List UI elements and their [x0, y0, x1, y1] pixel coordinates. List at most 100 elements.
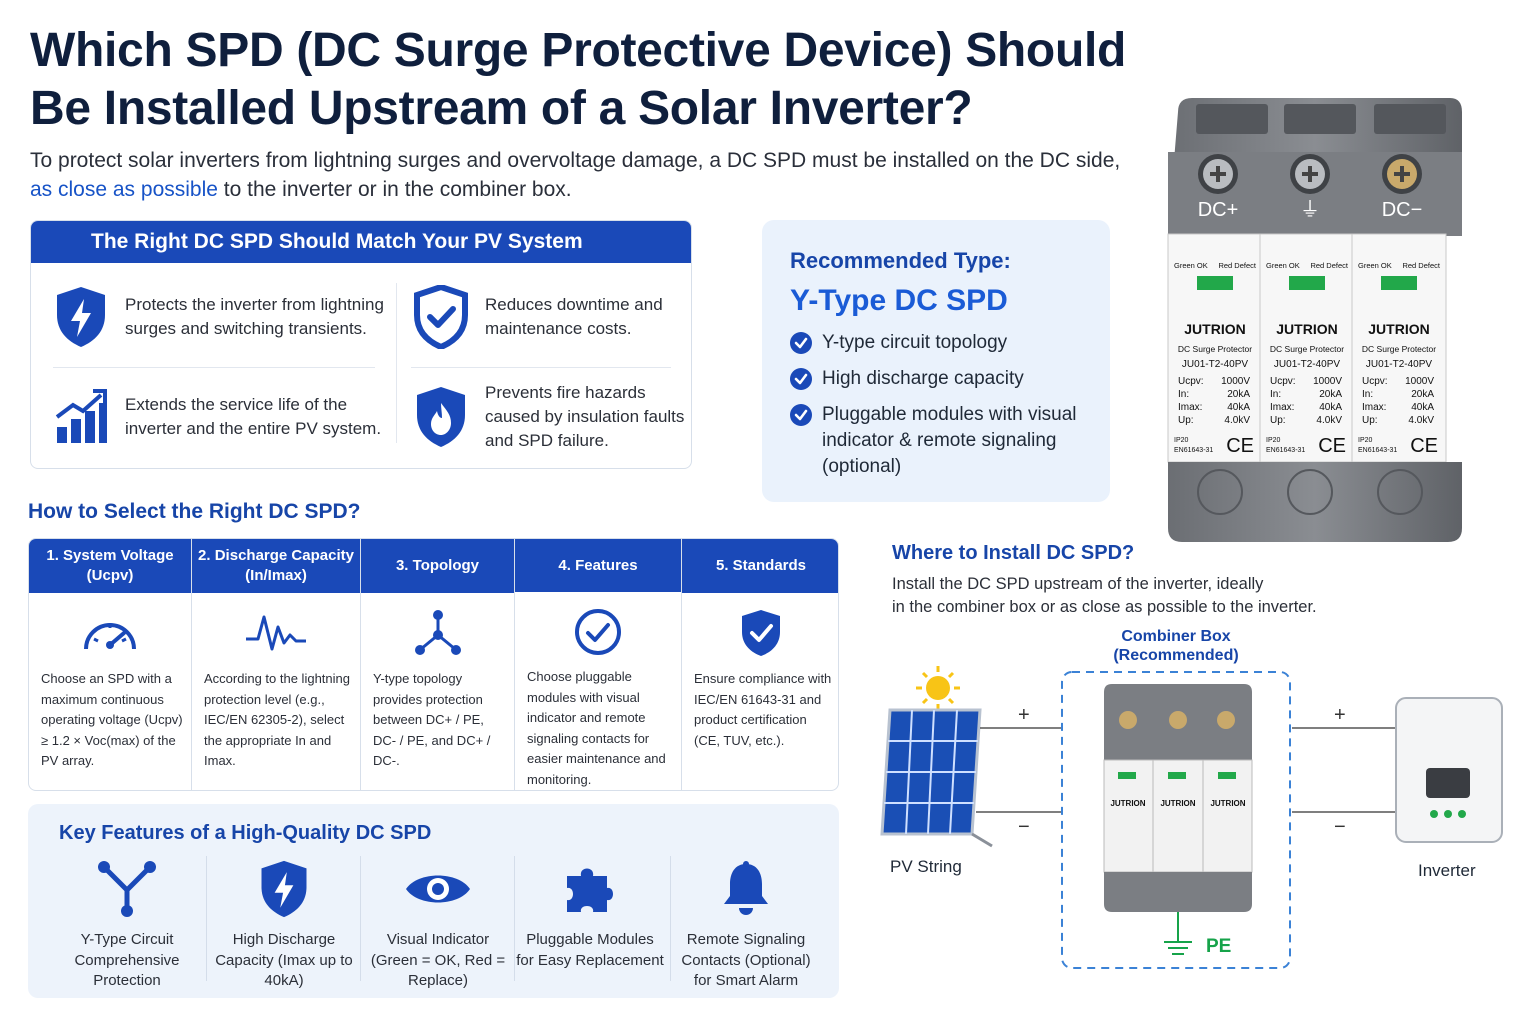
- column-text: Choose an SPD with a maximum continuous …: [41, 671, 183, 768]
- indicator-defect-label: Red Defect: [1402, 261, 1440, 270]
- puzzle-icon: [563, 856, 617, 922]
- recommended-panel: Recommended Type: Y-Type DC SPD Y-type c…: [762, 220, 1110, 502]
- module-desc: DC Surge Protector: [1178, 344, 1252, 354]
- recommended-item-text: Y-type circuit topology: [822, 332, 1008, 353]
- benefit-text: Reduces downtime and maintenance costs.: [485, 295, 663, 338]
- spec-value: 1000V: [1313, 376, 1342, 387]
- page-title: Which SPD (DC Surge Protective Device) S…: [30, 24, 1127, 135]
- growth-chart-icon: [51, 384, 111, 450]
- check-circle-icon: [790, 404, 812, 426]
- spec-value: 1000V: [1405, 376, 1434, 387]
- where-heading: Where to Install DC SPD?: [892, 542, 1135, 564]
- spec-key: Up:: [1362, 415, 1378, 426]
- spec-value: 20kA: [1411, 389, 1434, 400]
- module-brand: JUTRION: [1184, 321, 1245, 337]
- check-circle-icon: [790, 332, 812, 354]
- combiner-label-line: Combiner Box: [1121, 628, 1231, 645]
- terminal-label: DC+: [1198, 199, 1239, 221]
- feature-text: Pluggable Modules for Easy Replacement: [516, 931, 664, 969]
- feature-item: Pluggable Modules for Easy Replacement: [516, 856, 664, 971]
- standard-label: EN61643-31: [1358, 447, 1397, 454]
- recommended-item: Pluggable modules with visual indicator …: [790, 402, 1082, 480]
- lightning-shield-icon: [257, 856, 311, 922]
- column-text: Y-type topology provides protection betw…: [373, 671, 491, 768]
- waveform-icon: [192, 599, 360, 667]
- column-text: According to the lightning protection le…: [204, 671, 350, 768]
- recommended-item-text: High discharge capacity: [822, 368, 1024, 389]
- mini-spd-device: JUTRION JUTRION JUTRION: [1103, 684, 1253, 955]
- indicator-ok-label: Green OK: [1266, 261, 1300, 270]
- mini-brand: JUTRION: [1160, 799, 1195, 808]
- mini-brand: JUTRION: [1110, 799, 1145, 808]
- spd-module: [1259, 233, 1355, 463]
- terminal-label: DC−: [1382, 199, 1423, 221]
- match-heading: The Right DC SPD Should Match Your PV Sy…: [31, 221, 691, 263]
- recommended-label: Recommended Type:: [790, 248, 1011, 273]
- divider: [411, 367, 671, 368]
- column-text: Choose pluggable modules with visual ind…: [527, 669, 666, 787]
- check-shield-icon: [682, 599, 838, 667]
- divider: [360, 856, 361, 981]
- gauge-icon: [29, 599, 191, 667]
- spec-value: 4.0kV: [1408, 415, 1434, 426]
- benefit-item: Extends the service life of the inverter…: [51, 377, 391, 457]
- column-header: 4. Features: [515, 539, 681, 593]
- benefit-text: Prevents fire hazards caused by insulati…: [485, 383, 685, 450]
- spec-key: Up:: [1178, 415, 1194, 426]
- recommended-list: Y-type circuit topology High discharge c…: [790, 330, 1082, 480]
- feature-item: High Discharge Capacity (Imax up to 40kA…: [208, 856, 360, 992]
- column-header: 3. Topology: [361, 539, 514, 593]
- check-circle-icon: [515, 598, 681, 665]
- selection-column: 1. System Voltage (Ucpv) Choose an SPD w…: [29, 539, 192, 790]
- status-indicator: [1197, 276, 1233, 290]
- plus-sign: +: [1334, 704, 1346, 726]
- ce-mark: CE: [1318, 435, 1346, 457]
- key-features-panel: Key Features of a High-Quality DC SPD Y-…: [28, 804, 839, 998]
- benefit-item: Protects the inverter from lightning sur…: [51, 277, 391, 357]
- minus-sign: −: [1018, 816, 1030, 838]
- spec-value: 20kA: [1227, 389, 1250, 400]
- benefit-text: Extends the service life of the inverter…: [125, 395, 382, 438]
- ip-rating: IP20: [1174, 437, 1189, 444]
- ce-mark: CE: [1226, 435, 1254, 457]
- spec-value: 40kA: [1319, 402, 1342, 413]
- spec-key: Ucpv:: [1270, 376, 1296, 387]
- spec-key: Imax:: [1270, 402, 1294, 413]
- feature-item: Y-Type Circuit Comprehensive Protection: [48, 856, 206, 992]
- benefit-item: Reduces downtime and maintenance costs.: [411, 277, 691, 357]
- standard-label: EN61643-31: [1266, 447, 1305, 454]
- solar-panel-icon: [880, 708, 993, 848]
- spec-value: 20kA: [1319, 389, 1342, 400]
- ip-rating: IP20: [1358, 437, 1373, 444]
- column-text: Ensure compliance with IEC/EN 61643-31 a…: [694, 671, 832, 748]
- topology-icon: [361, 599, 514, 667]
- spec-key: Ucpv:: [1178, 376, 1204, 387]
- spec-key: Ucpv:: [1362, 376, 1388, 387]
- intro-highlight: as close as possible: [30, 178, 218, 201]
- benefit-text: Protects the inverter from lightning sur…: [125, 295, 384, 338]
- module-brand: JUTRION: [1368, 321, 1429, 337]
- spec-key: Up:: [1270, 415, 1286, 426]
- fire-shield-icon: [411, 384, 471, 450]
- divider: [670, 856, 671, 981]
- spec-key: Imax:: [1178, 402, 1202, 413]
- column-header: 1. System Voltage (Ucpv): [29, 539, 191, 593]
- indicator-defect-label: Red Defect: [1218, 261, 1256, 270]
- inverter-label: Inverter: [1418, 861, 1476, 880]
- selection-column: 2. Discharge Capacity (In/Imax) Accordin…: [192, 539, 361, 790]
- ip-rating: IP20: [1266, 437, 1281, 444]
- recommended-item: High discharge capacity: [790, 366, 1082, 392]
- spd-module: [1167, 233, 1263, 463]
- selection-column: 5. Standards Ensure compliance with IEC/…: [682, 539, 838, 790]
- divider: [514, 856, 515, 981]
- selection-column: 3. Topology Y-type topology provides pro…: [361, 539, 515, 790]
- where-text-line: in the combiner box or as close as possi…: [892, 598, 1317, 616]
- bell-icon: [721, 856, 771, 922]
- indicator-ok-label: Green OK: [1358, 261, 1392, 270]
- ce-mark: CE: [1410, 435, 1438, 457]
- module-model: JU01-T2-40PV: [1274, 359, 1340, 370]
- spec-key: In:: [1362, 389, 1373, 400]
- feature-text: Y-Type Circuit Comprehensive Protection: [74, 931, 180, 989]
- selection-column: 4. Features Choose pluggable modules wit…: [515, 539, 682, 790]
